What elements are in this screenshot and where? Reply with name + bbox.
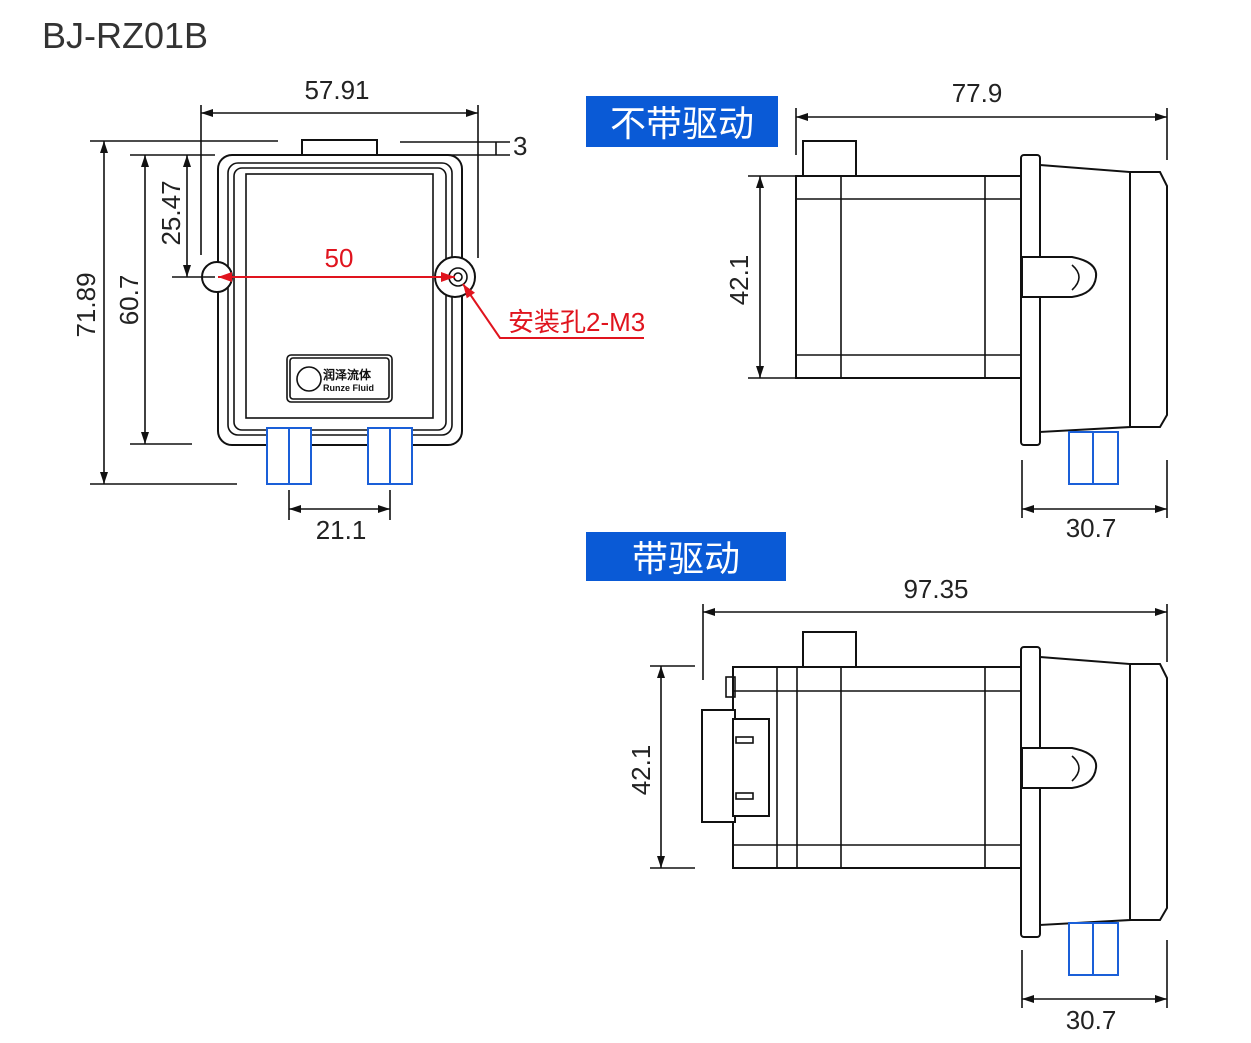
model-title: BJ-RZ01B xyxy=(42,15,208,56)
side-view-no-drive: 不带驱动 77.9 42.1 30.7 xyxy=(586,78,1168,543)
top-tab xyxy=(301,139,378,157)
dim-height-no-drive: 42.1 xyxy=(724,255,754,306)
dim-head-no-drive: 30.7 xyxy=(1066,513,1117,543)
motor-body xyxy=(795,175,1022,379)
dim-hole-height: 25.47 xyxy=(156,180,186,245)
dim-tab: 3 xyxy=(513,131,527,161)
label-no-drive: 不带驱动 xyxy=(610,104,754,145)
dim-total-height: 71.89 xyxy=(71,272,101,337)
dim-hole-spacing: 50 xyxy=(325,243,354,273)
front-panel xyxy=(245,173,434,419)
svg-text:润泽流体: 润泽流体 xyxy=(323,367,372,382)
tubes xyxy=(266,427,413,485)
logo-badge: 润泽流体 Runze Fluid xyxy=(286,354,393,403)
svg-text:Runze Fluid: Runze Fluid xyxy=(323,383,374,393)
driver-connector xyxy=(701,709,736,823)
dim-body-height: 60.7 xyxy=(114,275,144,326)
dim-width: 57.91 xyxy=(304,75,369,105)
dim-tube-spacing: 21.1 xyxy=(316,515,367,545)
label-drive: 带驱动 xyxy=(632,539,740,580)
label-no-drive-bg xyxy=(586,96,778,147)
dim-head-drive: 30.7 xyxy=(1066,1005,1117,1035)
dim-height-drive: 42.1 xyxy=(626,745,656,796)
dim-length-no-drive: 77.9 xyxy=(952,78,1003,108)
front-view: 润泽流体 Runze Fluid 57.91 3 71.89 60.7 25.4… xyxy=(71,75,645,545)
label-drive-bg xyxy=(586,532,786,581)
motor-body-drive xyxy=(732,666,1022,869)
mount-hole-label: 安装孔2-M3 xyxy=(508,307,645,337)
flange xyxy=(1020,154,1041,446)
dim-length-drive: 97.35 xyxy=(903,574,968,604)
pump-body xyxy=(217,154,463,446)
side-view-drive: 带驱动 97.35 42.1 30.7 xyxy=(586,532,1168,1035)
